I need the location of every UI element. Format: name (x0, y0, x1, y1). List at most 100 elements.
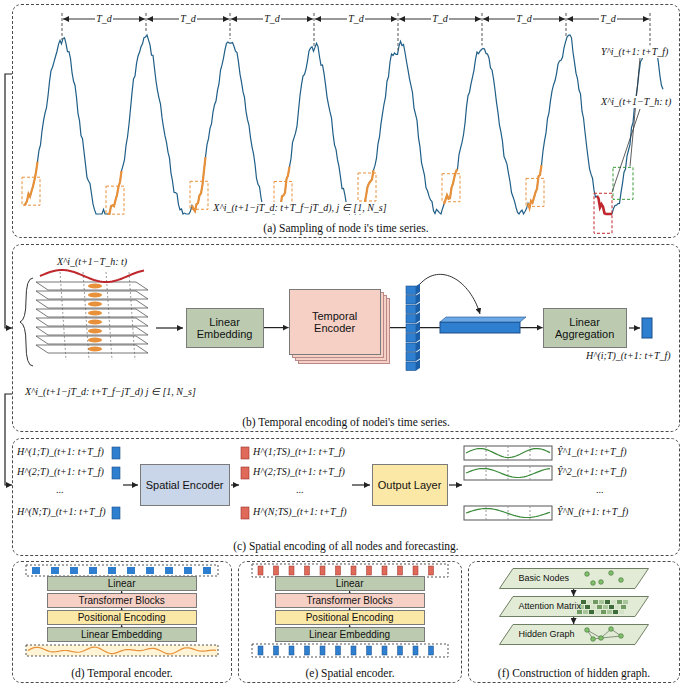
token-cubes (406, 286, 416, 295)
period-label: T_d (347, 13, 365, 25)
forecast-plots (486, 446, 487, 460)
connector-arrow (5, 394, 12, 485)
sample-stack (36, 318, 148, 326)
panel-caption: (f) Construction of hidden graph. (469, 666, 679, 680)
token-cubes (406, 334, 416, 343)
box-label: Hidden Graph (519, 630, 575, 640)
sample-stack (88, 284, 102, 289)
token-rows (252, 644, 448, 657)
token-cubes (416, 331, 420, 342)
token-rows (258, 646, 263, 655)
math-label: X^i_(t+1−T_h: t) (56, 256, 128, 268)
sample-stack (88, 320, 102, 325)
panel-caption: (e) Spatial encoder. (239, 666, 461, 680)
box-label: Output Layer (378, 479, 442, 491)
math-label: H^(1;TS)_(t+1: t+T_f) (252, 446, 346, 458)
time-series (24, 35, 663, 214)
forecast-plots (464, 446, 552, 460)
box-label: Positional Encoding (306, 612, 394, 623)
connector-arrow (5, 74, 12, 328)
token-cubes (416, 312, 420, 323)
period-label: T_d (515, 13, 533, 25)
token-cubes (416, 341, 420, 352)
forecast-plots (508, 466, 509, 480)
graph-plane: Hidden Graph (499, 624, 649, 645)
box-label: Linear (336, 578, 364, 589)
token-rows (382, 566, 387, 575)
sample-windows (528, 165, 542, 208)
token-cubes (406, 353, 416, 362)
token-rows (305, 566, 310, 575)
layer-box: Transformer Blocks (47, 593, 197, 608)
token-rows (289, 566, 294, 575)
token-cubes (416, 293, 420, 304)
period-marks (482, 13, 483, 46)
panel-caption: (d) Temporal encoder. (13, 666, 231, 680)
token-cubes (642, 318, 652, 338)
flow-arrows (156, 327, 183, 328)
forecast-plots (464, 506, 552, 520)
token-rows (367, 646, 372, 655)
token-rows (320, 566, 325, 575)
token-rows (429, 646, 434, 655)
graph-plane: Attention Matrix (499, 596, 649, 617)
flow-arrows (352, 484, 370, 485)
layer-box: Linear Embedding (47, 627, 197, 642)
box-label: Linear Embedding (81, 629, 162, 640)
layer-box: Linear (275, 576, 425, 591)
forecast-plots (466, 449, 550, 458)
token-rows (367, 566, 372, 575)
period-label: T_d (95, 13, 113, 25)
panel: (d) Temporal encoder.LinearTransformer B… (12, 561, 232, 683)
box-label: Linear Aggregation (548, 316, 622, 340)
connector-arrow (573, 617, 574, 624)
token-rows (336, 646, 341, 655)
ellipsis: ... (55, 484, 65, 496)
math-label: H^(1;T)_(t+1: t+T_f) (16, 446, 105, 458)
process-box: Spatial Encoder (140, 464, 230, 506)
token-cubes (416, 284, 420, 295)
connector-arrow (573, 589, 574, 596)
box-label: Attention Matrix (519, 602, 582, 612)
token-rows (32, 567, 40, 574)
token-cubes (416, 360, 420, 371)
sample-stack (129, 272, 135, 360)
token-rows (184, 567, 192, 574)
sample-stack (88, 329, 102, 334)
feature-bars (241, 447, 249, 459)
period-label: T_d (179, 13, 197, 25)
feature-bars (112, 507, 120, 519)
flow-arrows (629, 327, 640, 328)
flow-arrows (123, 328, 640, 485)
box-label: Linear Embedding (191, 316, 259, 340)
flow-arrows (449, 484, 462, 485)
period-label: T_d (431, 13, 449, 25)
token-cubes (406, 305, 416, 314)
math-label: Ŷ^N_(t+1: t+T_f) (556, 506, 629, 518)
token-cubes (416, 303, 420, 314)
forecast-plots (464, 446, 552, 520)
token-rows (108, 567, 116, 574)
process-box: Linear Embedding (186, 308, 264, 348)
sample-stack (36, 327, 148, 335)
layer-box: Transformer Blocks (275, 593, 425, 608)
box-label: Linear Embedding (309, 629, 390, 640)
math-label: X^i_(t+1−jT_d: t+T_f−jT_d) j ∈ [1, N_s] (24, 386, 197, 398)
forecast-plots (466, 469, 550, 478)
token-cubes (406, 343, 416, 352)
token-cubes (406, 324, 416, 333)
box-label: Transformer Blocks (78, 595, 164, 606)
panel: (f) Construction of hidden graph.Basic N… (468, 561, 680, 683)
period-marks (650, 13, 651, 45)
period-label: T_d (263, 13, 281, 25)
connector-arrow (264, 327, 289, 328)
token-cubes (440, 322, 520, 333)
sample-stack (88, 338, 102, 343)
token-rows (70, 567, 78, 574)
sample-stack (83, 272, 89, 360)
token-rows (305, 646, 310, 655)
forecast-plots (464, 466, 552, 480)
math-label: H^(N;T)_(t+1: t+T_f) (16, 506, 107, 518)
time-series (24, 35, 663, 214)
